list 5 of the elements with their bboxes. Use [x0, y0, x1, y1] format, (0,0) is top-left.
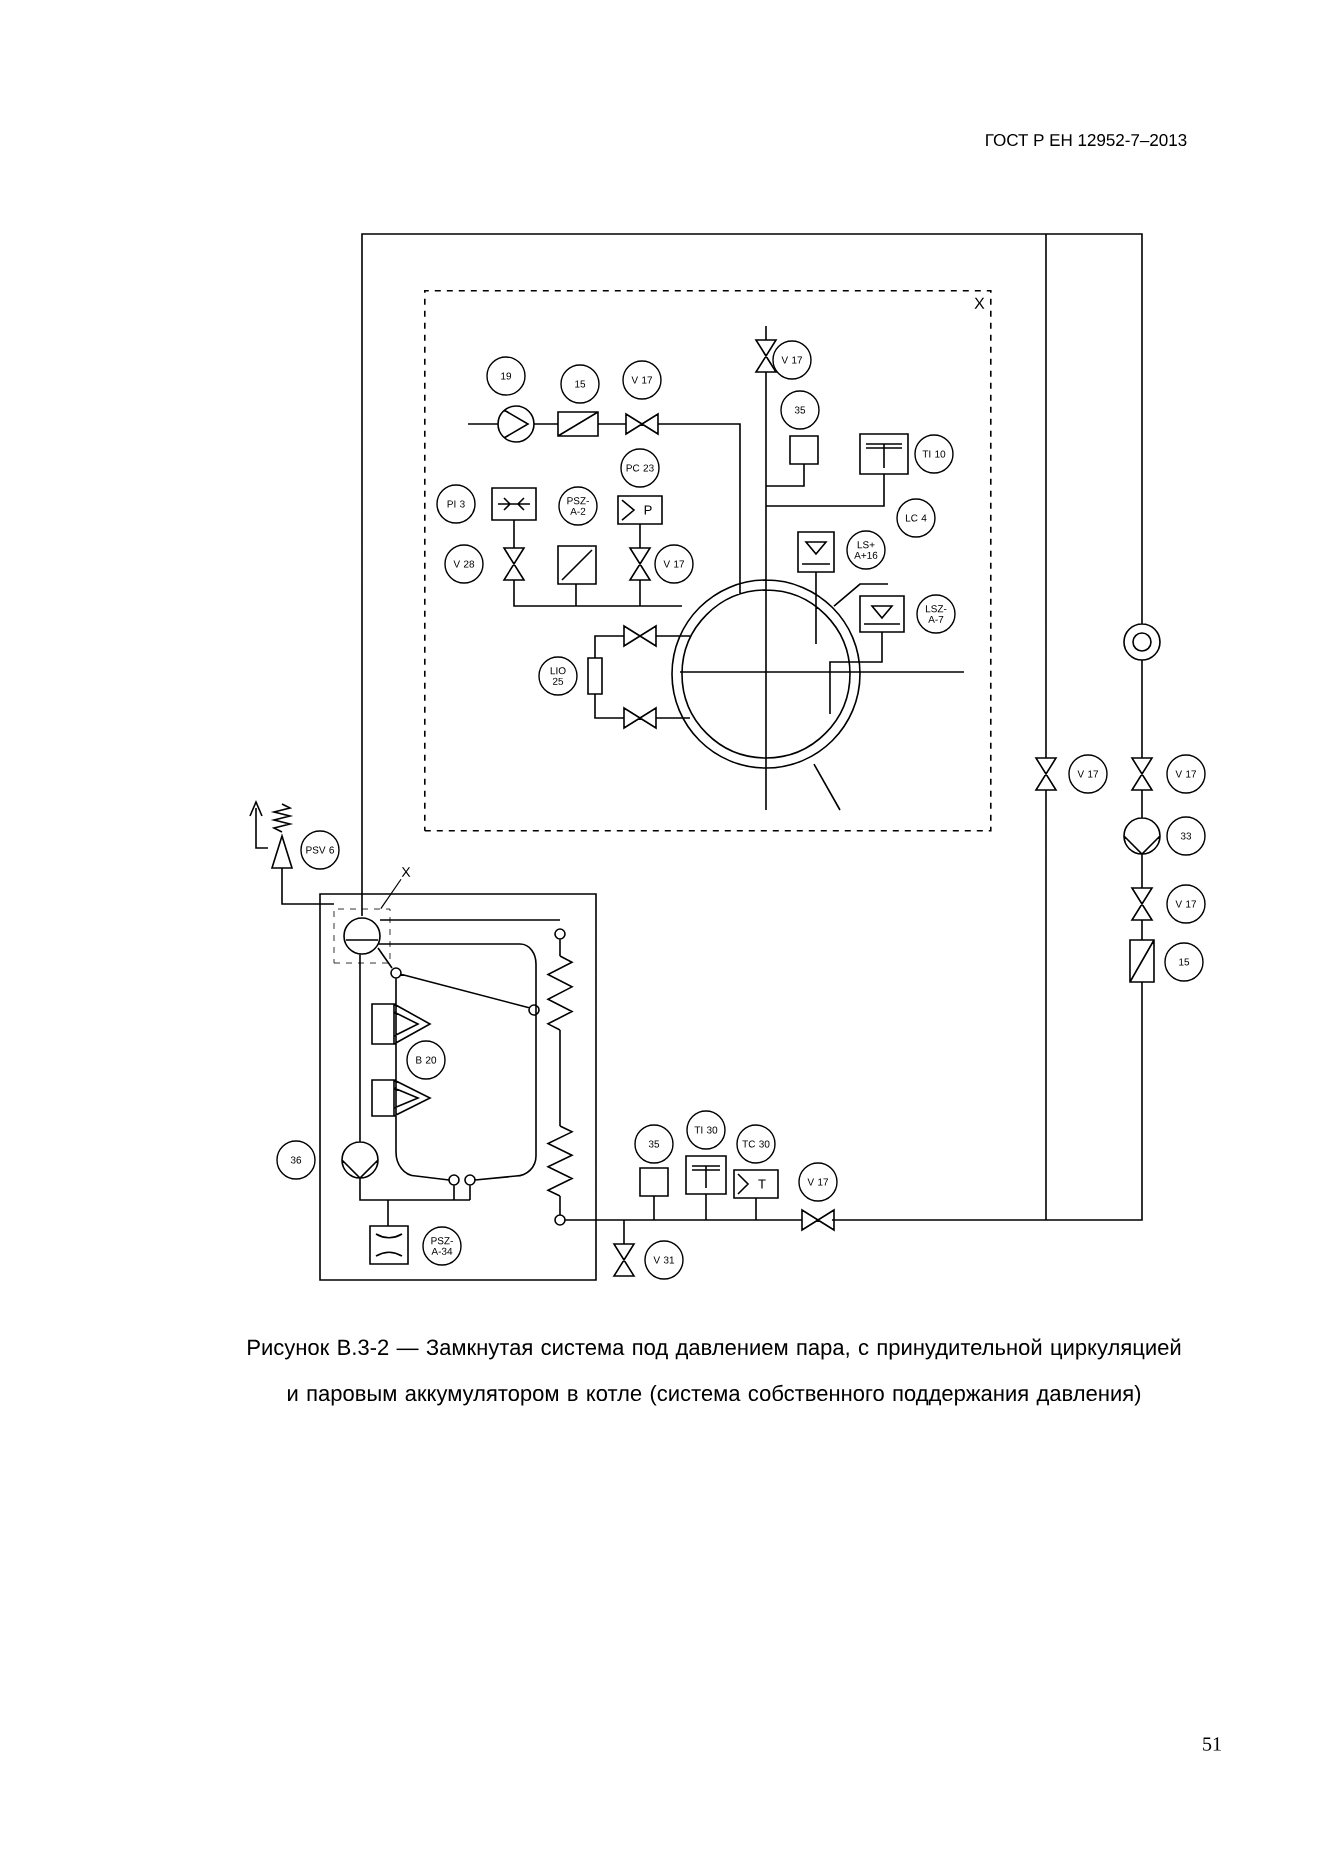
figure-caption: Рисунок В.3-2 — Замкнутая система под давлением пара, с принудительной циркуляцией и паровым аккумулятором в котле (система собственного поддержания давления) — [248, 1338, 1181, 1406]
leader-line — [380, 878, 402, 910]
document-number: ГОСТ Р ЕН 12952-7–2013 — [986, 134, 1187, 147]
dashed-box — [333, 908, 391, 964]
page-number: 51 — [1203, 1737, 1221, 1751]
